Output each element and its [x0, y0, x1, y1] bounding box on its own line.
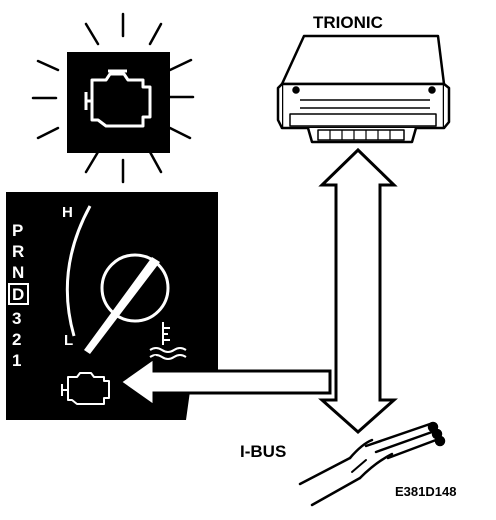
trionic-ecu: [276, 34, 451, 144]
gauge-scale-arc: [65, 205, 92, 337]
communication-double-arrow: [318, 147, 398, 435]
gear-d: D: [12, 285, 24, 304]
lamp-housing: [67, 52, 170, 153]
flashing-warning-lamp: [31, 12, 195, 184]
signal-arrow-to-cluster: [117, 355, 332, 409]
gauge-low-label: L: [64, 332, 73, 349]
gear-1: 1: [12, 351, 21, 370]
gear-r: R: [12, 242, 24, 261]
gauge-high-label: H: [62, 204, 73, 221]
instrument-cluster: P R N D 3 2 1 H L: [6, 192, 218, 420]
dashboard-engine-icon: [61, 372, 110, 405]
gear-selector: P R N D 3 2 1: [8, 221, 29, 370]
gear-2: 2: [12, 330, 21, 349]
gear-d-highlight: [8, 283, 29, 305]
gauge-hub: [100, 253, 170, 323]
check-engine-icon: [84, 69, 152, 128]
gear-3: 3: [12, 309, 21, 328]
temperature-gauge: H L: [62, 204, 170, 354]
coolant-temperature-icon: [149, 322, 187, 360]
i-bus-cable: [298, 421, 446, 507]
gauge-needle: [84, 257, 160, 354]
gear-n: N: [12, 263, 24, 282]
gear-p: P: [12, 221, 23, 240]
figure-code: E381D148: [395, 484, 456, 499]
trionic-label: TRIONIC: [313, 13, 383, 32]
light-rays: [31, 12, 195, 184]
i-bus-label: I-BUS: [240, 442, 286, 461]
